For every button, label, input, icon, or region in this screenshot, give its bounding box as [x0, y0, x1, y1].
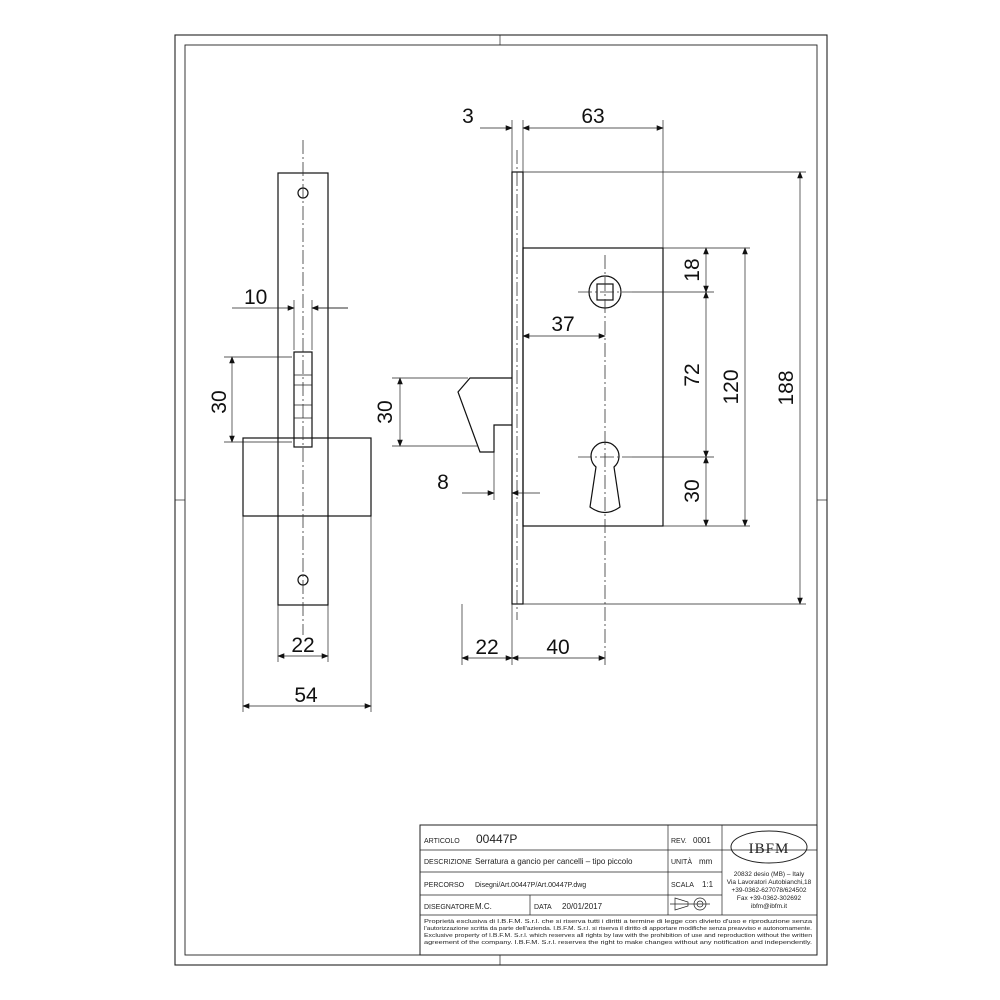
projection-symbol-icon	[670, 897, 710, 911]
side-case	[242, 437, 372, 517]
unita-label: UNITÀ	[671, 857, 692, 866]
dim-case-height: 120	[720, 369, 743, 404]
dim-top-to-spindle: 18	[681, 258, 704, 281]
company-logo-frame	[730, 830, 808, 864]
dim-case-width: 54	[294, 684, 318, 707]
dim-backset-front: 22	[475, 636, 498, 659]
descrizione-value: Serratura a gancio per cancelli – tipo p…	[475, 857, 633, 866]
articolo-label: ARTICOLO	[424, 838, 460, 845]
disegnatore-label: DISEGNATORE	[424, 904, 475, 911]
unita-value: mm	[699, 857, 713, 866]
disclaimer-line: l'autorizzazione scritta da parte dell'a…	[424, 926, 812, 932]
dim-faceplate-thickness: 3	[462, 105, 474, 128]
dim-hook-depth: 8	[437, 471, 449, 494]
dim-faceplate-width: 10	[244, 286, 267, 309]
percorso-value: Disegni/Art.00447P/Art.00447P.dwg	[475, 882, 586, 889]
address-line: Via Lavoratori Autobianchi,18	[727, 879, 812, 886]
cylinder-keyhole-icon	[589, 441, 621, 514]
dim-front-width: 22	[291, 634, 314, 657]
dim-cylinder-to-bottom: 30	[681, 479, 704, 502]
disclaimer-line: Exclusive property of I.B.F.M. S.r.l. wh…	[424, 933, 812, 939]
hook-latch	[457, 377, 512, 453]
disclaimer-line: agreement of the company. I.B.F.M. S.r.l…	[424, 940, 812, 946]
address-line: 20832 desio (MB) – Italy	[734, 871, 805, 878]
front-faceplate	[511, 171, 524, 605]
percorso-label: PERCORSO	[424, 882, 465, 889]
dim-case-depth: 63	[581, 105, 604, 128]
front-view: 3 63 37 30 8 22 40 18 72 120 30 188	[374, 105, 806, 668]
disclaimer-line: Proprietà esclusiva di I.B.F.M. S.r.l. c…	[424, 919, 812, 925]
dim-backset: 40	[546, 636, 569, 659]
dim-faceplate-height: 188	[775, 370, 798, 405]
dim-bolt-height: 30	[208, 390, 231, 413]
address-line: ibfm@ibfm.it	[751, 903, 787, 910]
dim-spindle-to-cylinder: 72	[681, 363, 704, 386]
rev-label: REV.	[671, 838, 687, 845]
articolo-value: 00447P	[476, 832, 517, 846]
scala-label: SCALA	[671, 882, 694, 889]
descrizione-label: DESCRIZIONE	[424, 859, 472, 866]
side-view: 10 30 22 54	[208, 140, 372, 712]
data-label: DATA	[534, 904, 552, 911]
company-logo: IBFM	[749, 841, 790, 857]
scala-value: 1:1	[702, 880, 714, 889]
dim-hook-height: 30	[374, 400, 397, 423]
data-value: 20/01/2017	[562, 902, 603, 911]
dim-spindle-offset: 37	[551, 313, 574, 336]
title-block: ARTICOLO 00447P REV. 0001 DESCRIZIONE Se…	[419, 824, 818, 956]
rev-value: 0001	[693, 836, 711, 845]
address-line: +39-0362-627078/624502	[731, 887, 806, 894]
disegnatore-value: M.C.	[475, 902, 492, 911]
address-line: Fax +39-0362-302692	[737, 895, 802, 902]
lock-case	[522, 247, 664, 527]
